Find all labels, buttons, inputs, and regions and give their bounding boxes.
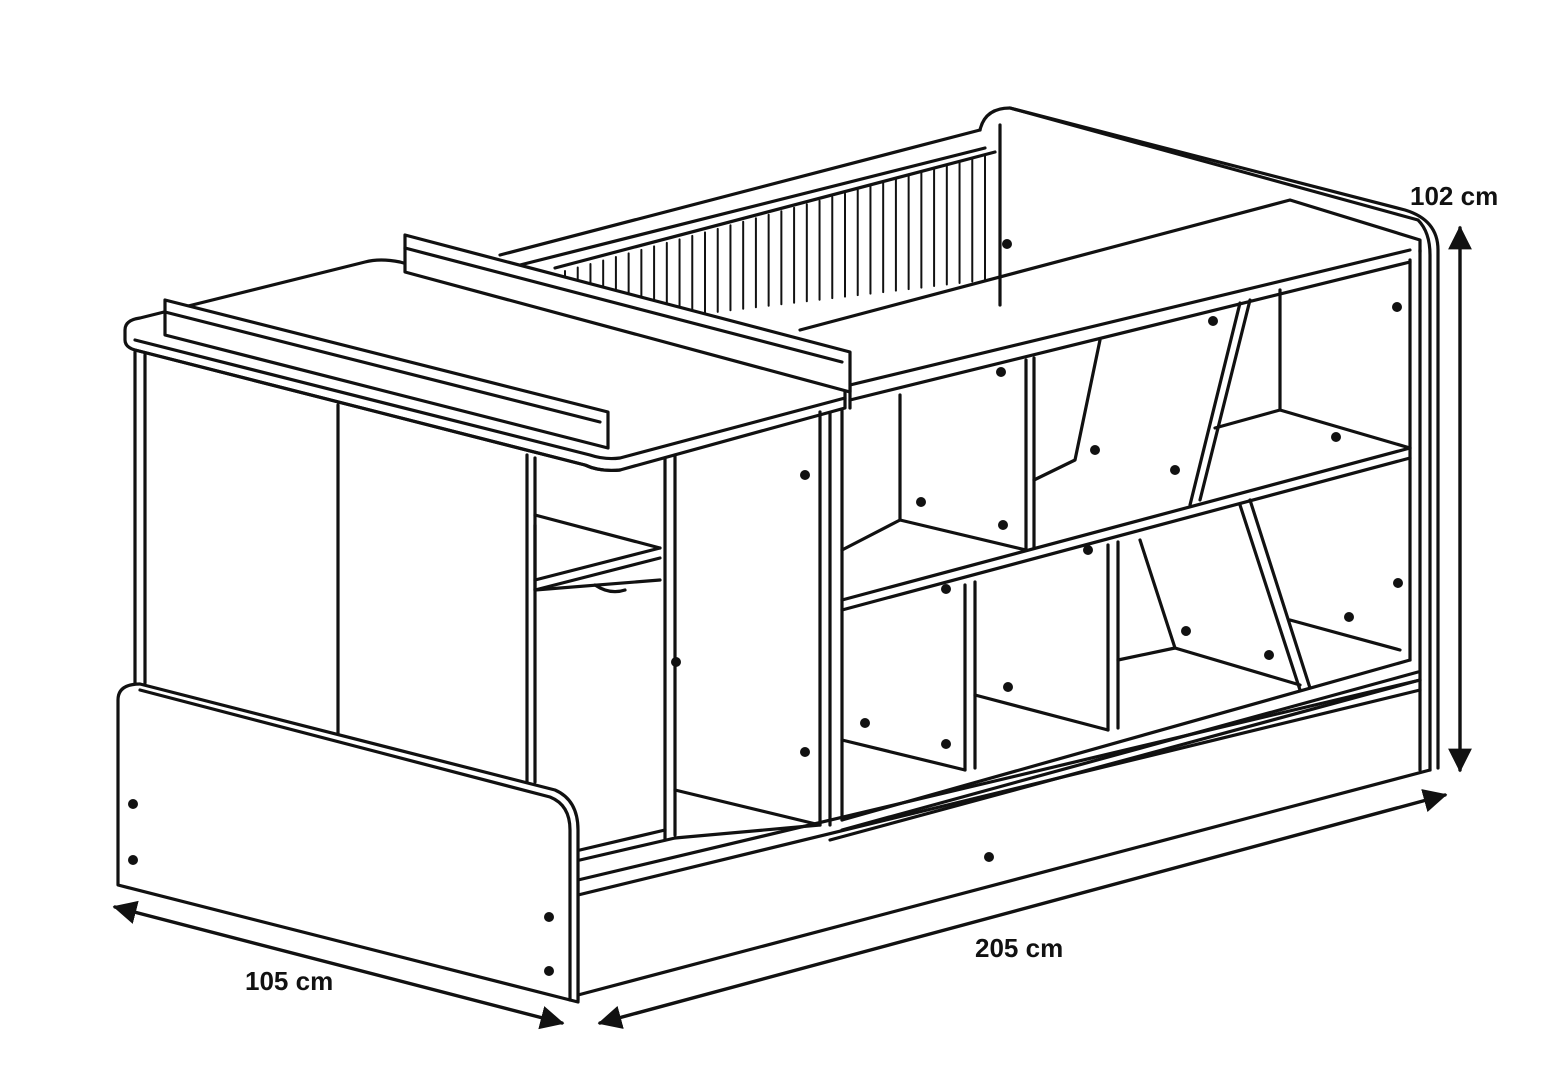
- depth-dimension: 105 cm: [112, 900, 565, 1030]
- screw-dot: [1344, 612, 1354, 622]
- changing-top-rail-front: [163, 298, 610, 450]
- screw-dot: [544, 912, 554, 922]
- crib-headboard: [978, 106, 1440, 772]
- screw-dot: [1181, 626, 1191, 636]
- length-dimension: 205 cm: [597, 789, 1448, 1029]
- screw-dot: [128, 855, 138, 865]
- end-panel: [116, 682, 580, 1004]
- height-label: 102 cm: [1410, 181, 1498, 211]
- screw-dot: [1264, 650, 1274, 660]
- screw-dot: [128, 799, 138, 809]
- screw-dot: [860, 718, 870, 728]
- screw-dot: [1083, 545, 1093, 555]
- depth-label: 105 cm: [245, 966, 333, 996]
- screw-dot: [1393, 578, 1403, 588]
- screw-dot: [1331, 432, 1341, 442]
- screw-dot: [941, 584, 951, 594]
- screw-dot: [1003, 682, 1013, 692]
- height-dimension: 102 cm: [1410, 181, 1498, 773]
- screw-dot: [671, 657, 681, 667]
- screw-dot: [998, 520, 1008, 530]
- changing-top-rail-back: [403, 233, 852, 394]
- screw-dot: [800, 747, 810, 757]
- cubby-shelving-unit: [828, 258, 1422, 842]
- screw-dot: [800, 470, 810, 480]
- crib-top-frame: [798, 198, 1422, 410]
- screw-dot: [1002, 239, 1012, 249]
- screw-dot: [1392, 302, 1402, 312]
- crib-slats: [564, 154, 986, 331]
- screw-dot: [984, 852, 994, 862]
- crib-back-rail: [498, 128, 997, 270]
- screw-dot: [544, 966, 554, 976]
- screw-dot: [996, 367, 1006, 377]
- screw-dot: [1170, 465, 1180, 475]
- screw-dot: [1208, 316, 1218, 326]
- screw-dot: [941, 739, 951, 749]
- screw-dot: [916, 497, 926, 507]
- length-label: 205 cm: [975, 933, 1063, 963]
- changing-top: [123, 258, 847, 473]
- screw-dot: [1090, 445, 1100, 455]
